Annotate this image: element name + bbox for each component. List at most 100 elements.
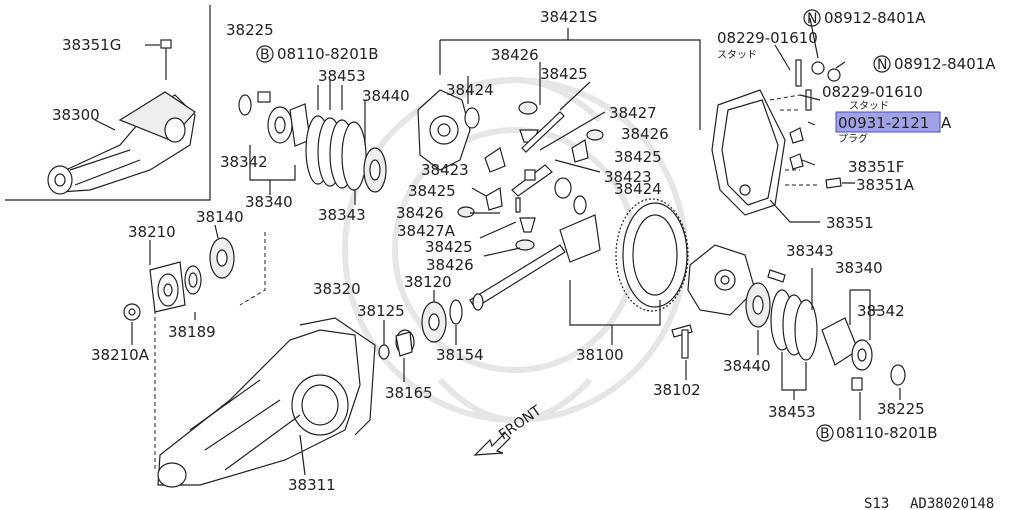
label-38427[interactable]: 38427 — [609, 104, 657, 122]
label-38140[interactable]: 38140 — [196, 208, 244, 226]
label-38342-top[interactable]: 38342 — [220, 153, 268, 171]
label-38351A[interactable]: 38351A — [856, 176, 915, 194]
plug-00931 — [789, 127, 804, 144]
footer-code: AD38020148 — [910, 496, 994, 510]
front-arrow — [473, 432, 511, 456]
label-08912-a[interactable]: 08912-8401A — [824, 9, 926, 27]
ring-gear-38100 — [615, 198, 689, 312]
label-38342-r[interactable]: 38342 — [857, 302, 905, 320]
label-00931-suffix: A — [941, 114, 952, 132]
label-38425-a[interactable]: 38425 — [540, 65, 588, 83]
pinion-38425-d — [519, 217, 536, 233]
washer-38424-b — [573, 195, 587, 215]
label-38351[interactable]: 38351 — [826, 214, 874, 232]
label-38425-c[interactable]: 38425 — [408, 182, 456, 200]
label-38425-b[interactable]: 38425 — [614, 148, 662, 166]
bolt-08110-r — [851, 377, 863, 391]
spacer-38165 — [395, 329, 415, 357]
label-38424-a[interactable]: 38424 — [446, 81, 494, 99]
pinion-38425-c — [485, 187, 503, 211]
svg-text:N: N — [807, 11, 817, 27]
seal-38189 — [184, 265, 202, 295]
label-38425-d[interactable]: 38425 — [425, 238, 473, 256]
shim-stack-38453-r — [770, 289, 818, 361]
label-38351G[interactable]: 38351G — [62, 36, 121, 54]
label-38423-b[interactable]: 38423 — [604, 168, 652, 186]
label-stud-b: スタッド — [849, 100, 889, 112]
label-38340-top[interactable]: 38340 — [245, 193, 293, 211]
bearing-38440-top — [363, 147, 387, 193]
label-38427A[interactable]: 38427A — [397, 222, 456, 240]
bolt-symbol-b-r: B — [816, 424, 834, 442]
oring-38225-r — [890, 364, 906, 386]
diff-carrier-right — [687, 244, 756, 316]
nut-symbol-n-b: N — [873, 55, 891, 73]
washer-38125 — [378, 344, 390, 360]
label-38343-r[interactable]: 38343 — [786, 242, 834, 260]
label-38225-top[interactable]: 38225 — [226, 21, 274, 39]
label-38154[interactable]: 38154 — [436, 346, 484, 364]
label-38440-r[interactable]: 38440 — [723, 357, 771, 375]
label-38426-c[interactable]: 38426 — [396, 204, 444, 222]
label-38426-b[interactable]: 38426 — [621, 125, 669, 143]
bearing-38440-r — [745, 282, 771, 328]
bearing-38120 — [421, 301, 447, 343]
label-38340-r[interactable]: 38340 — [835, 259, 883, 277]
nut-38210A — [123, 303, 141, 321]
label-38423-a[interactable]: 38423 — [421, 161, 469, 179]
bearing-38140 — [209, 237, 235, 279]
shim-stack-38453-top — [305, 115, 367, 191]
label-00931[interactable]: 00931-2121 — [838, 114, 929, 132]
bolt-right — [767, 269, 786, 283]
label-38453-r[interactable]: 38453 — [768, 403, 816, 421]
rear-cover-38351 — [711, 89, 786, 216]
label-38424-b[interactable]: 38424 — [614, 180, 662, 198]
label-38453-top[interactable]: 38453 — [318, 67, 366, 85]
highlight-part-00931 — [835, 111, 941, 133]
label-38125[interactable]: 38125 — [357, 302, 405, 320]
side-flange-left — [267, 103, 311, 147]
label-08912-b[interactable]: 08912-8401A — [894, 55, 996, 73]
side-gear-38423-a — [484, 147, 506, 173]
bolt-08110-top — [257, 91, 271, 103]
label-38102[interactable]: 38102 — [653, 381, 701, 399]
label-38120[interactable]: 38120 — [404, 273, 452, 291]
pinion-38425-b — [571, 139, 589, 163]
pin-38427A — [515, 197, 521, 213]
diff-assembly-38300 — [47, 91, 196, 195]
label-plug: プラグ — [838, 132, 868, 145]
label-08229-b[interactable]: 08229-01610 — [822, 83, 923, 101]
label-38210[interactable]: 38210 — [128, 223, 176, 241]
bolt-38351G — [160, 39, 172, 49]
label-38311[interactable]: 38311 — [288, 476, 336, 494]
label-38351F[interactable]: 38351F — [848, 158, 904, 176]
label-38426-a[interactable]: 38426 — [491, 46, 539, 64]
label-38343-top[interactable]: 38343 — [318, 206, 366, 224]
diff-case-38421S — [417, 89, 471, 171]
label-08110-top[interactable]: 08110-8201B — [277, 45, 379, 63]
label-stud-a: スタッド — [717, 49, 757, 61]
side-flange-right — [821, 317, 873, 371]
label-38225-r[interactable]: 38225 — [877, 400, 925, 418]
bolt-38102 — [671, 324, 693, 359]
label-38421S[interactable]: 38421S — [540, 8, 597, 26]
washer-38426-b — [586, 129, 604, 141]
washer-38154 — [449, 299, 463, 325]
svg-text:B: B — [260, 47, 270, 63]
label-38100[interactable]: 38100 — [576, 346, 624, 364]
label-38165[interactable]: 38165 — [385, 384, 433, 402]
label-08110-r[interactable]: 08110-8201B — [836, 424, 938, 442]
bolt-38351A — [825, 177, 842, 189]
label-38426-d[interactable]: 38426 — [426, 256, 474, 274]
label-38300[interactable]: 38300 — [52, 106, 100, 124]
oring-38225-top — [238, 94, 252, 116]
nut-symbol-n-a: N — [803, 9, 821, 27]
label-38320[interactable]: 38320 — [313, 280, 361, 298]
label-38440-top[interactable]: 38440 — [362, 87, 410, 105]
drive-pinion-38100 — [469, 214, 601, 311]
label-08229-a[interactable]: 08229-01610 — [717, 29, 818, 47]
label-38210A[interactable]: 38210A — [91, 346, 150, 364]
label-38189[interactable]: 38189 — [168, 323, 216, 341]
